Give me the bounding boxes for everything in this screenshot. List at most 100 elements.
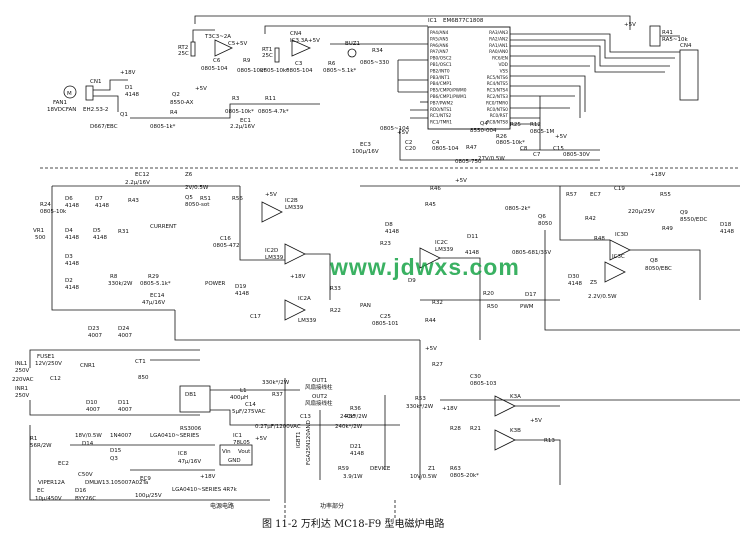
reset-group: +5V 0805~104 C2 C4 0805-104 EC3 100μ/16V… (352, 121, 590, 165)
label-0805-10k-a: 0805-10k* (237, 68, 266, 74)
label-t3c: T3C3~2A (204, 34, 231, 40)
ic1-pin-left: PB4/CMP1 (430, 81, 452, 87)
label-d11: D11 (467, 234, 478, 240)
label-q6: Q6 (538, 214, 546, 220)
label-0805-104-b: 0805-104 (286, 68, 313, 74)
top-bus-wiring (194, 15, 680, 161)
label-d19-4148: 4148 (235, 291, 249, 297)
label-plus5v-q2: +5V (195, 86, 207, 92)
label-c15: C15 (553, 146, 564, 152)
label-r47v: 0805-750 (455, 159, 482, 165)
label-inr1: INR1 (15, 386, 28, 392)
label-r24: R24 (40, 202, 51, 208)
label-r3: R3 (232, 96, 240, 102)
label-ec12: EC12 (135, 172, 149, 178)
label-c30v: 0805-103 (470, 381, 497, 387)
thermistor-group: T3C3~2A RT2 25C C5+5V C6 R9 0805-104 080… (178, 29, 390, 74)
label-r21: R21 (470, 426, 481, 432)
label-c4: C4 (432, 140, 440, 146)
fan-driver: M FAN1 18VDCFAN CN1 EH2.53-2 +18V D1 414… (47, 70, 320, 130)
label-r26: R26 (496, 134, 507, 140)
label-d3-4148: 4148 (65, 261, 79, 267)
ic1-name: IC1 (428, 18, 437, 24)
ic1-pin-right: RA0/AN0 (489, 49, 508, 55)
label-r27: R27 (432, 362, 443, 368)
figure-caption: 图 11-2 万利达 MC18-F9 型电磁炉电路 (262, 517, 444, 530)
label-out2v: 风扇接线柱 (305, 399, 333, 407)
label-r13: R13 (544, 438, 555, 444)
ic1-pin-right: RC0/NTS0 (487, 107, 509, 113)
ic1-pin-right: RC8/NTS8 (487, 120, 509, 126)
label-d2-4148: 4148 (65, 285, 79, 291)
label-k3a: K3A (510, 394, 521, 400)
label-q5v: 8050-sot (185, 202, 210, 208)
control-left: EC12 2.2μ/16V Z6 2V/0.5W Q5 8050-sot R24… (33, 172, 420, 341)
label-d30: D30 (568, 274, 580, 280)
label-r8: R8 (110, 274, 118, 280)
label-0805-5-1k: 0805~5.1k* (323, 68, 357, 74)
label-r49: R49 (662, 226, 673, 232)
label-l1: L1 (240, 388, 247, 394)
label-r11: R11 (265, 96, 276, 102)
label-ic3d: IC3D (615, 232, 628, 238)
label-rt1: RT1 (262, 47, 272, 53)
label-r46: R46 (430, 186, 441, 192)
label-d11-4148: 4148 (465, 250, 479, 256)
label-r12: R12 (530, 122, 541, 128)
label-cn4b: CN4 (290, 31, 302, 37)
label-r4v: 0805-1k* (150, 124, 176, 130)
label-0805-330: 0805~330 (360, 60, 390, 66)
label-r32: R32 (432, 300, 443, 306)
label-d10v: 4007 (86, 407, 100, 413)
label-c13v: 0.27μF/1200VAC (255, 424, 301, 430)
aux-power-supply: R1 56R/2W EC2 18V/0.5W 1N4007 D14 D15 Q3… (29, 425, 270, 502)
ic1-pin-right: VSS (500, 68, 509, 74)
label-c5v: C5+5V (228, 41, 247, 47)
label-out1: OUT1 (312, 378, 327, 384)
label-lga1: LGA0410~SERIES (150, 433, 200, 439)
label-r63: R63 (450, 466, 461, 472)
label-q5: Q5 (185, 195, 193, 201)
label-c3: C3 (295, 61, 303, 67)
label-r25: R25 (510, 122, 521, 128)
label-plus18v-fan: +18V (120, 70, 136, 76)
label-device: DEVICE (370, 466, 391, 472)
label-l1v: 400μH (230, 395, 248, 401)
label-d14v: 1N4007 (110, 433, 132, 439)
label-c14: C14 (245, 402, 256, 408)
label-r56: R56 (232, 196, 243, 202)
label-r47: R47 (466, 145, 477, 151)
label-ic2b: IC2B (285, 198, 298, 204)
label-ec9v: 100μ/25V (135, 493, 162, 499)
label-0805-2k: 0805-2k* (505, 206, 531, 212)
label-ic2c: IC2C (435, 240, 448, 246)
label-plus18v-sample: +18V (442, 406, 458, 412)
label-r45: R45 (425, 202, 436, 208)
label-plus5v-r41: +5V (624, 22, 636, 28)
label-ec3: EC3 (360, 142, 371, 148)
label-r8v: 330k/2W (108, 281, 133, 287)
label-q6v: 8050 (538, 221, 552, 227)
label-gnd: GND (228, 458, 241, 464)
ic1-pin-right: RC5/NTS6 (487, 75, 509, 81)
label-rt2v: 25C (178, 51, 189, 57)
label-k3b: K3B (510, 428, 521, 434)
label-fuse: FUSE1 (37, 354, 55, 360)
label-c15v: 0805-30V (563, 152, 590, 158)
label-power-circuit: 电源电路 (210, 502, 234, 510)
label-vr1v: 500 (35, 235, 46, 241)
label-d2: D2 (65, 278, 73, 284)
label-ec14v: 47μ/16V (142, 300, 165, 306)
label-d24v: 4007 (118, 333, 132, 339)
label-cn4: CN4 (680, 43, 692, 49)
label-d12v: 18V/0.5W (75, 433, 102, 439)
label-z1v: 10V/0.5W (410, 474, 437, 480)
label-ct1: CT1 (135, 359, 146, 365)
label-d11b: D11 (118, 400, 129, 406)
label-ec2: EC2 (58, 461, 69, 467)
label-r42: R42 (585, 216, 596, 222)
label-c6: C6 (213, 58, 221, 64)
label-d11bv: 4007 (118, 407, 132, 413)
label-c19: C19 (614, 186, 625, 192)
label-r1v: 56R/2W (30, 443, 52, 449)
